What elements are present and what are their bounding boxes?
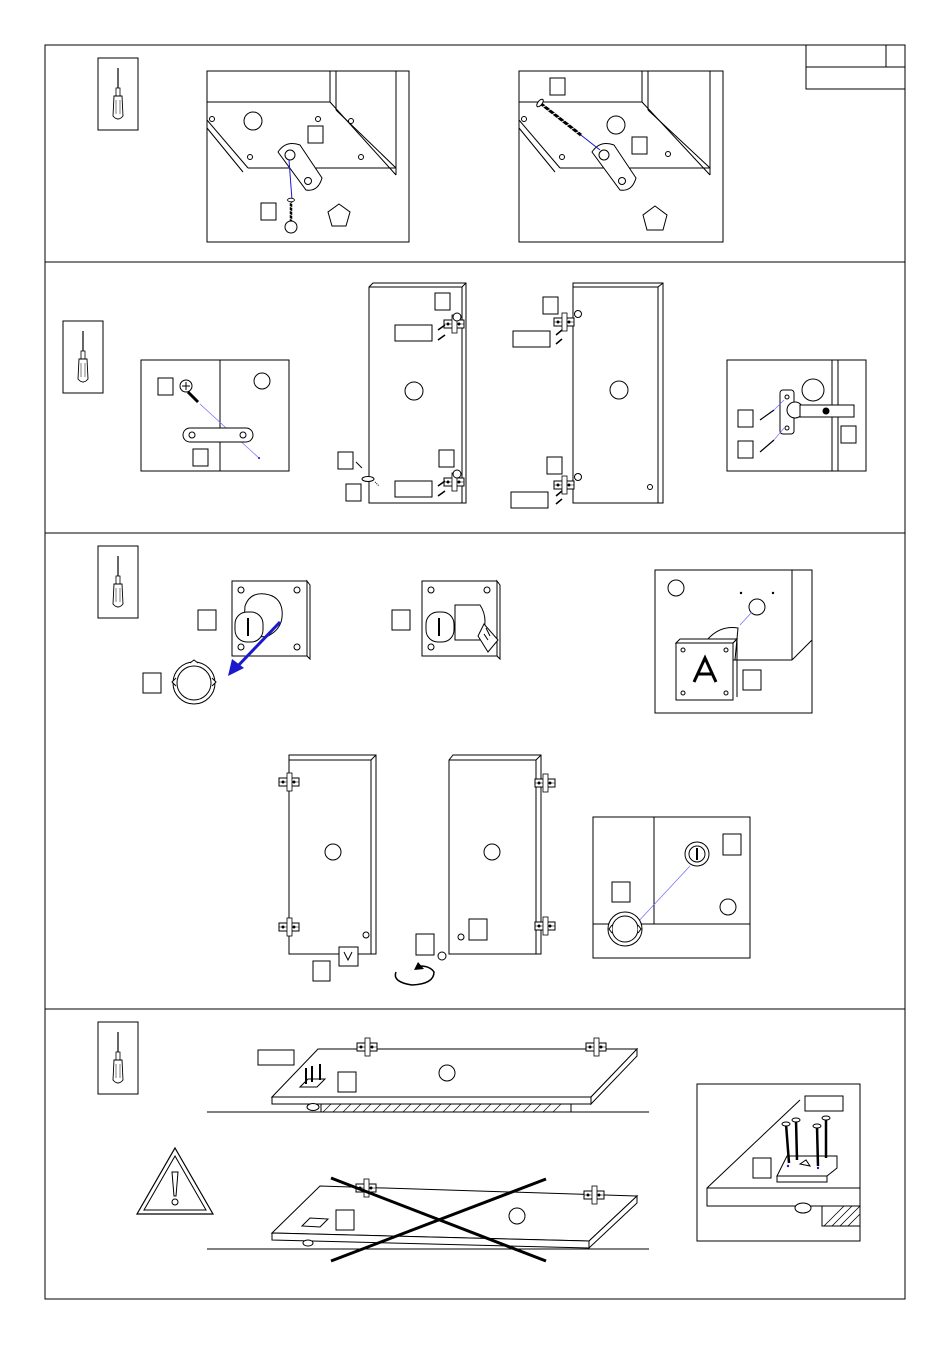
- part-label-box: [261, 203, 276, 220]
- hole-marker: [244, 112, 262, 130]
- step-3-panel: [98, 546, 812, 985]
- lock-fitted-drawing: [392, 581, 500, 659]
- step-1-drawing-b: [519, 71, 723, 242]
- screwdriver-icon: [63, 321, 103, 393]
- step-1-panel: [98, 58, 723, 242]
- shelf-correct-drawing: [207, 1038, 649, 1112]
- shelf-plate-detail: [697, 1084, 860, 1241]
- hole-marker: [607, 116, 625, 134]
- lock-plate-detail: [655, 570, 812, 713]
- part-label-box: [632, 137, 647, 154]
- part-label-box: [550, 78, 565, 95]
- screwdriver-icon: [98, 546, 138, 618]
- title-block: [806, 45, 905, 89]
- step-2-panel: [63, 283, 866, 508]
- shelf-incorrect-drawing: [207, 1178, 649, 1261]
- door-panel-right: [511, 283, 663, 508]
- hinge-detail: [727, 360, 866, 471]
- screwdriver-icon: [98, 58, 138, 130]
- door-pair-drawing: [279, 755, 555, 985]
- lock-insert-detail: [593, 817, 750, 958]
- screwdriver-icon: [98, 1022, 138, 1094]
- warning-sign: [137, 1148, 213, 1214]
- step-1-drawing-a: [207, 71, 409, 242]
- door-panel-left: [338, 283, 466, 503]
- step-4-panel: [98, 1022, 860, 1261]
- part-label-box: [308, 126, 323, 143]
- lock-removal-drawing: [143, 581, 310, 704]
- connector-plate-detail: [141, 360, 289, 471]
